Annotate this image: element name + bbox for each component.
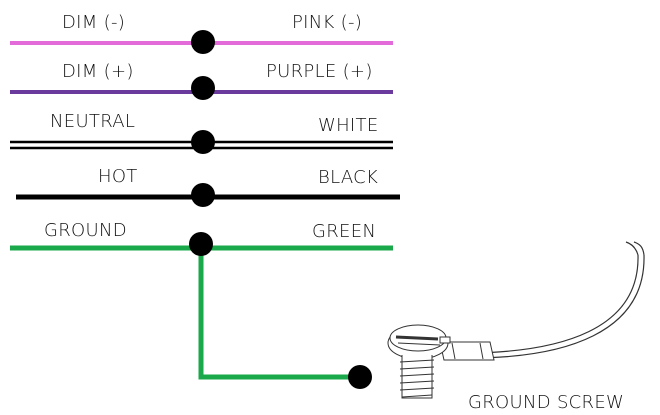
- label-hot: HOT: [98, 166, 138, 187]
- label-dim-plus: DIM (+): [62, 61, 134, 82]
- ground-screw-icon: [387, 241, 645, 399]
- label-ground: GROUND: [44, 220, 127, 241]
- label-purple-plus: PURPLE (+): [266, 61, 373, 82]
- wire-ground: GROUND GREEN: [10, 220, 393, 389]
- wire-dim-minus: DIM (-) PINK (-): [10, 12, 393, 54]
- ground-lead-terminal: [348, 365, 372, 389]
- wire-hot: HOT BLACK: [16, 166, 400, 207]
- label-green: GREEN: [312, 221, 376, 242]
- wire-nut-5: [189, 232, 213, 256]
- ground-screw-label: GROUND SCREW: [468, 392, 624, 413]
- wire-nut-4: [191, 183, 215, 207]
- wire-nut-1: [191, 30, 215, 54]
- wire-neutral: NEUTRAL WHITE: [10, 111, 393, 154]
- wire-nut-2: [191, 76, 215, 100]
- label-dim-minus: DIM (-): [62, 12, 125, 33]
- label-neutral: NEUTRAL: [50, 111, 135, 132]
- label-pink-minus: PINK (-): [292, 12, 362, 33]
- ground-lead: [198, 248, 360, 380]
- wire-dim-plus: DIM (+) PURPLE (+): [10, 61, 393, 100]
- label-white: WHITE: [318, 115, 379, 136]
- wire-nut-3: [191, 130, 215, 154]
- label-black: BLACK: [318, 167, 378, 188]
